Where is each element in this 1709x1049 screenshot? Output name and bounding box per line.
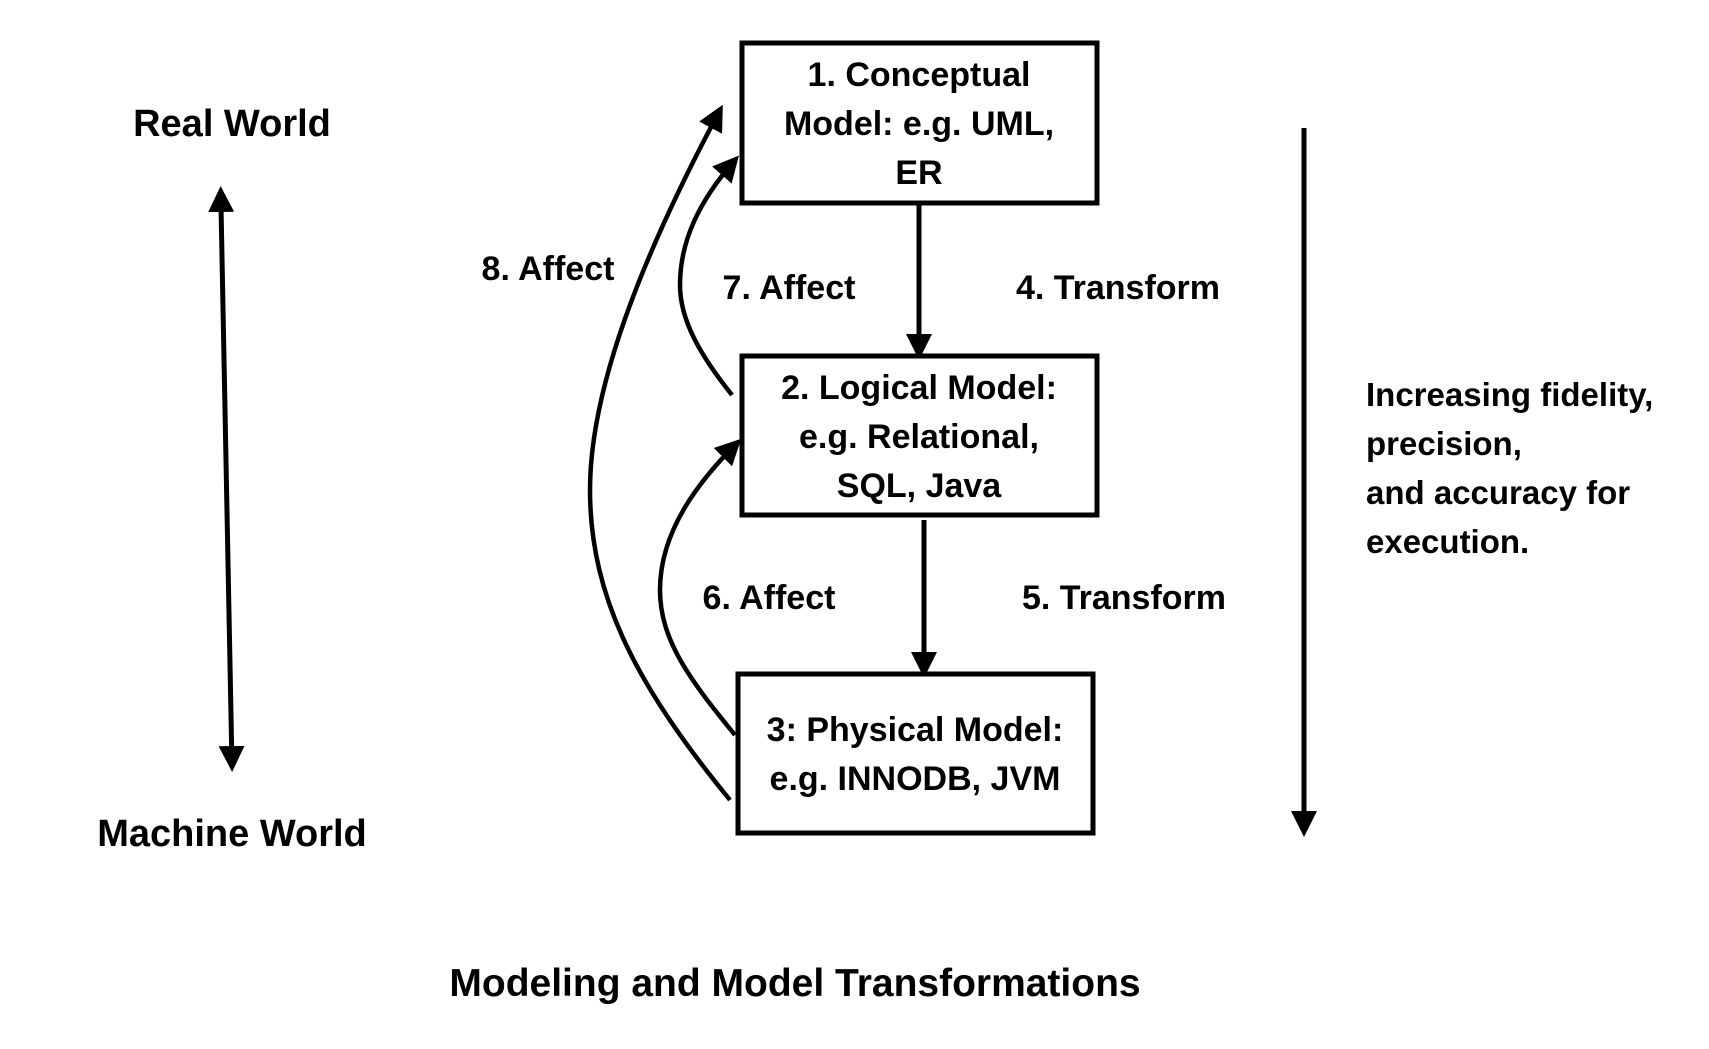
node-physical-model: 3: Physical Model: e.g. INNODB, JVM [735,671,1096,836]
real-world-label: Real World [133,103,331,145]
diagram-title: Modeling and Model Transformations [449,962,1140,1005]
real-machine-axis-arrow [208,186,245,772]
node-conceptual-line-1: 1. Conceptual [808,56,1031,94]
edge-6-affect-arrow [657,438,742,737]
node-physical-box [735,671,1096,836]
node-conceptual-line-2: Model: e.g. UML, [784,105,1054,143]
fidelity-text-line-1: Increasing fidelity, [1366,376,1653,413]
fidelity-text-line-4: execution. [1366,523,1529,560]
node-physical-line-1: 3: Physical Model: [767,711,1064,749]
fidelity-text-line-3: and accuracy for [1366,474,1630,511]
edge-6-label: 6. Affect [703,579,836,617]
node-conceptual-box [739,40,1100,206]
machine-world-label: Machine World [97,813,367,855]
edge-8-affect-arrow [587,104,732,802]
node-logical-line-3: SQL, Java [837,467,1003,505]
edge-4-label: 4. Transform [1016,269,1220,307]
node-physical-line-2: e.g. INNODB, JVM [770,760,1061,798]
edge-7-label: 7. Affect [723,269,856,307]
node-logical-box [739,353,1100,518]
edge-8-label: 8. Affect [482,250,615,288]
edge-5-label: 5. Transform [1022,579,1226,617]
edge-7-affect-arrow [677,155,739,397]
node-conceptual-line-3: ER [895,154,942,192]
node-conceptual-model: 1. Conceptual Model: e.g. UML, ER [739,40,1100,206]
fidelity-text-line-2: precision, [1366,425,1522,462]
node-logical-model: 2. Logical Model: e.g. Relational, SQL, … [739,353,1100,518]
node-logical-line-1: 2. Logical Model: [781,369,1057,407]
node-logical-line-2: e.g. Relational, [799,418,1039,456]
